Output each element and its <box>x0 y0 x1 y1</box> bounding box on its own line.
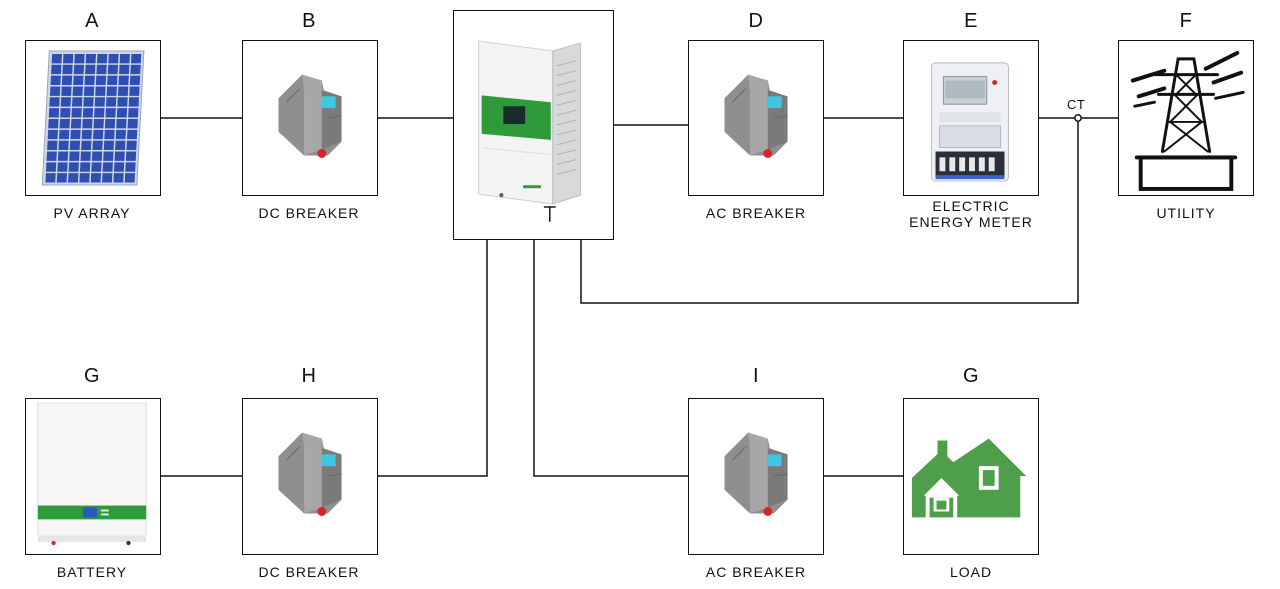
breaker-icon <box>278 432 342 516</box>
breaker-icon <box>724 432 788 516</box>
breaker-icon <box>724 74 788 158</box>
wire-inverter-to-ac-breaker-i <box>533 239 689 477</box>
inverter-icon <box>478 40 581 222</box>
wire-inverter-to-dc-breaker-h <box>377 239 488 477</box>
breaker-icon <box>278 74 342 158</box>
inverter-box <box>453 10 614 240</box>
caption-battery: BATTERY <box>56 564 128 580</box>
caption-ac-breaker-i: AC BREAKER <box>705 564 807 580</box>
load-box <box>903 398 1039 555</box>
caption-ac-breaker-d: AC BREAKER <box>705 205 807 221</box>
label-e: E <box>964 10 978 32</box>
ac-breaker-d-box <box>688 40 824 196</box>
caption-pv-array: PV ARRAY <box>53 205 131 221</box>
caption-energy-meter-line2: ENERGY METER <box>909 214 1033 230</box>
label-f: F <box>1179 10 1193 32</box>
label-a: A <box>85 10 99 32</box>
label-d: D <box>748 10 764 32</box>
energy-meter-box <box>903 40 1039 196</box>
transmission-tower-icon <box>1130 51 1245 191</box>
house-icon <box>911 438 1027 518</box>
label-g-battery: G <box>83 365 101 387</box>
caption-dc-breaker-h: DC BREAKER <box>258 564 360 580</box>
caption-dc-breaker-b: DC BREAKER <box>258 205 360 221</box>
caption-energy-meter-line1: ELECTRIC <box>932 198 1010 214</box>
dc-breaker-h-box <box>242 398 378 555</box>
label-i: I <box>752 365 760 387</box>
battery-box <box>25 398 161 555</box>
ac-breaker-i-box <box>688 398 824 555</box>
ct-label: CT <box>1067 97 1086 112</box>
dc-breaker-b-box <box>242 40 378 196</box>
battery-icon <box>37 402 147 546</box>
label-b: B <box>302 10 316 32</box>
caption-load: LOAD <box>949 564 993 580</box>
label-g-load: G <box>962 365 980 387</box>
utility-box <box>1118 40 1254 196</box>
pv-array-box <box>25 40 161 196</box>
label-h: H <box>301 365 317 387</box>
ct-sensor <box>1074 114 1082 122</box>
caption-utility: UTILITY <box>1156 205 1216 221</box>
energy-meter-icon <box>931 62 1009 182</box>
solar-panel-icon <box>41 50 145 186</box>
wire-ct-to-inverter <box>580 121 1079 304</box>
